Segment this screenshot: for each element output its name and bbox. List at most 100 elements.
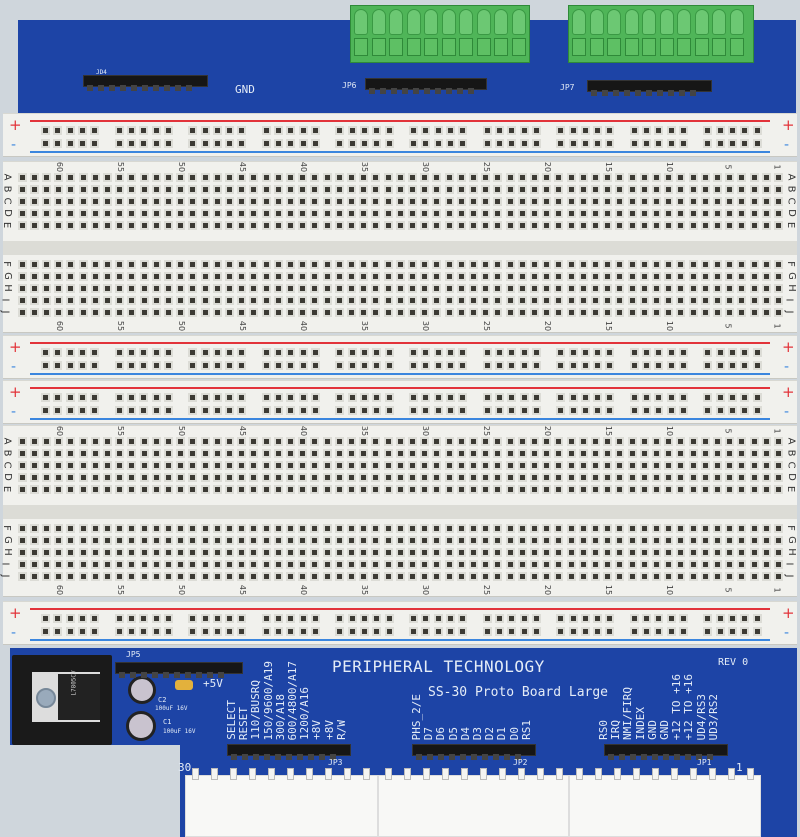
- breadboard-hole[interactable]: [495, 298, 501, 303]
- breadboard-hole[interactable]: [593, 451, 598, 456]
- breadboard-hole[interactable]: [251, 274, 257, 279]
- breadboard-hole[interactable]: [361, 262, 367, 267]
- rail-hole[interactable]: [153, 629, 159, 634]
- breadboard-hole[interactable]: [361, 562, 367, 567]
- breadboard-hole[interactable]: [178, 175, 184, 180]
- rail-hole[interactable]: [313, 350, 318, 355]
- breadboard-hole[interactable]: [349, 463, 354, 468]
- breadboard-hole[interactable]: [617, 199, 623, 204]
- breadboard-hole[interactable]: [702, 187, 708, 192]
- breadboard-hole[interactable]: [410, 286, 415, 291]
- breadboard-hole[interactable]: [56, 574, 62, 579]
- breadboard-hole[interactable]: [129, 211, 135, 216]
- breadboard-hole[interactable]: [239, 451, 245, 456]
- rail-hole[interactable]: [435, 616, 441, 621]
- breadboard-hole[interactable]: [434, 526, 440, 531]
- breadboard-hole[interactable]: [422, 562, 428, 567]
- breadboard-hole[interactable]: [275, 574, 281, 579]
- breadboard-hole[interactable]: [495, 562, 501, 567]
- breadboard-hole[interactable]: [776, 223, 781, 228]
- rail-hole[interactable]: [300, 350, 306, 355]
- rail-hole[interactable]: [447, 141, 453, 146]
- breadboard-hole[interactable]: [751, 475, 757, 480]
- breadboard-hole[interactable]: [422, 574, 428, 579]
- breadboard-hole[interactable]: [336, 562, 342, 567]
- breadboard-hole[interactable]: [239, 310, 245, 315]
- breadboard-hole[interactable]: [117, 187, 123, 192]
- breadboard-hole[interactable]: [275, 274, 281, 279]
- breadboard-hole[interactable]: [654, 574, 659, 579]
- breadboard-hole[interactable]: [178, 298, 184, 303]
- breadboard-hole[interactable]: [666, 262, 672, 267]
- breadboard-hole[interactable]: [715, 487, 720, 492]
- breadboard-hole[interactable]: [507, 550, 513, 555]
- breadboard-hole[interactable]: [275, 562, 281, 567]
- rail-hole[interactable]: [460, 629, 466, 634]
- breadboard-hole[interactable]: [715, 550, 720, 555]
- rail-hole[interactable]: [153, 128, 159, 133]
- rail-hole[interactable]: [43, 395, 48, 400]
- breadboard-hole[interactable]: [312, 298, 318, 303]
- breadboard-hole[interactable]: [556, 526, 562, 531]
- breadboard-hole[interactable]: [92, 175, 98, 180]
- breadboard-hole[interactable]: [410, 562, 415, 567]
- rail-hole[interactable]: [521, 141, 527, 146]
- breadboard-hole[interactable]: [617, 211, 623, 216]
- breadboard-hole[interactable]: [44, 463, 49, 468]
- rail-hole[interactable]: [337, 141, 343, 146]
- breadboard-hole[interactable]: [532, 475, 537, 480]
- breadboard-hole[interactable]: [117, 298, 123, 303]
- rail-hole[interactable]: [227, 363, 233, 368]
- breadboard-hole[interactable]: [458, 286, 464, 291]
- breadboard-hole[interactable]: [544, 439, 550, 444]
- breadboard-hole[interactable]: [361, 550, 367, 555]
- breadboard-hole[interactable]: [654, 199, 659, 204]
- breadboard-hole[interactable]: [19, 223, 25, 228]
- rail-hole[interactable]: [337, 350, 343, 355]
- breadboard-hole[interactable]: [324, 475, 330, 480]
- breadboard-hole[interactable]: [263, 538, 269, 543]
- breadboard-hole[interactable]: [239, 211, 245, 216]
- breadboard-hole[interactable]: [117, 175, 123, 180]
- breadboard-hole[interactable]: [349, 550, 354, 555]
- breadboard-hole[interactable]: [532, 223, 537, 228]
- breadboard-hole[interactable]: [727, 310, 733, 315]
- breadboard-hole[interactable]: [92, 463, 98, 468]
- breadboard-hole[interactable]: [422, 439, 428, 444]
- rail-hole[interactable]: [681, 141, 686, 146]
- breadboard-hole[interactable]: [288, 175, 293, 180]
- rail-hole[interactable]: [644, 350, 650, 355]
- breadboard-hole[interactable]: [727, 175, 733, 180]
- rail-hole[interactable]: [362, 363, 367, 368]
- breadboard-hole[interactable]: [44, 451, 49, 456]
- breadboard-hole[interactable]: [629, 298, 635, 303]
- breadboard-hole[interactable]: [593, 439, 598, 444]
- breadboard-hole[interactable]: [654, 274, 659, 279]
- rail-hole[interactable]: [190, 629, 196, 634]
- breadboard-hole[interactable]: [373, 451, 379, 456]
- breadboard-hole[interactable]: [141, 487, 147, 492]
- rail-hole[interactable]: [362, 408, 367, 413]
- rail-hole[interactable]: [582, 141, 588, 146]
- breadboard-hole[interactable]: [763, 187, 769, 192]
- rail-hole[interactable]: [496, 141, 502, 146]
- breadboard-hole[interactable]: [373, 574, 379, 579]
- breadboard-hole[interactable]: [263, 550, 269, 555]
- breadboard-hole[interactable]: [495, 451, 501, 456]
- breadboard-hole[interactable]: [629, 211, 635, 216]
- rail-hole[interactable]: [668, 395, 674, 400]
- breadboard-hole[interactable]: [580, 298, 586, 303]
- rail-hole[interactable]: [607, 616, 613, 621]
- breadboard-hole[interactable]: [641, 286, 647, 291]
- breadboard-hole[interactable]: [117, 463, 123, 468]
- breadboard-hole[interactable]: [288, 439, 293, 444]
- breadboard-hole[interactable]: [715, 475, 720, 480]
- breadboard-hole[interactable]: [715, 262, 720, 267]
- breadboard-hole[interactable]: [410, 439, 415, 444]
- breadboard-hole[interactable]: [153, 175, 159, 180]
- breadboard-hole[interactable]: [56, 187, 62, 192]
- breadboard-hole[interactable]: [44, 286, 49, 291]
- breadboard-hole[interactable]: [275, 475, 281, 480]
- breadboard-hole[interactable]: [117, 538, 123, 543]
- breadboard-hole[interactable]: [312, 310, 318, 315]
